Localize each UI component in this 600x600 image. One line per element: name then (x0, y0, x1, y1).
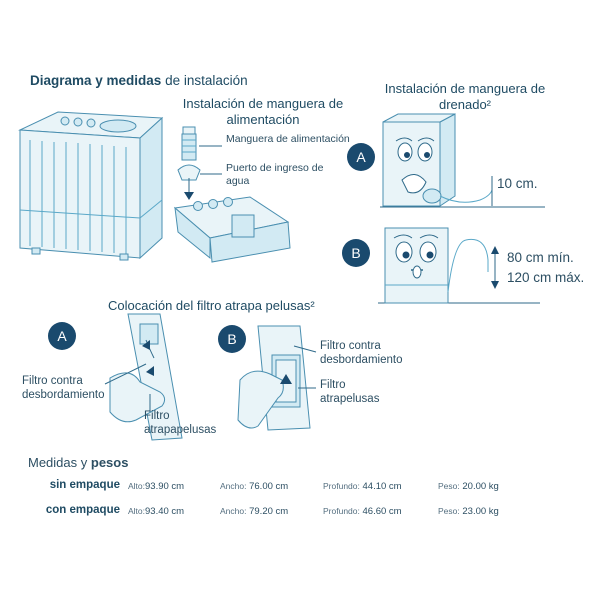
drain-b-min-label: 80 cm mín. (507, 250, 574, 265)
packed-height: Alto:93.40 cm (128, 506, 185, 517)
packed-depth: Profundo: 46.60 cm (323, 506, 402, 517)
feed-hose-title-line2: alimentación (226, 112, 300, 127)
water-inlet-label-line1: Puerto de ingreso de (226, 162, 324, 174)
feed-hose-title: Instalación de manguera de alimentación (163, 96, 363, 128)
lint-badge-b: B (218, 325, 246, 353)
unpacked-width: Ancho: 76.00 cm (220, 481, 289, 492)
lint-filter-title: Colocación del filtro atrapa pelusas² (108, 298, 315, 313)
row-label-packed: con empaque (45, 504, 120, 516)
drain-hose-title-line2: drenado² (438, 97, 492, 112)
row-label-unpacked: sin empaque (49, 479, 120, 491)
water-inlet-label: Puerto de ingreso de agua (226, 162, 323, 188)
lint-a-lint-filter-label: Filtro atrapapelusas (144, 409, 216, 437)
drain-hose-title: Instalación de manguera de drenado² (365, 81, 565, 113)
lint-b-lint-line2: atrapelusas (320, 393, 380, 405)
lint-b-overflow-line2: desbordamiento (320, 354, 403, 366)
packed-weight: Peso: 23.00 kg (438, 506, 499, 517)
feed-hose-label: Manguera de alimentación (226, 133, 350, 145)
drain-hose-title-line1: Instalación de manguera de (384, 81, 546, 96)
page-title: Diagrama y medidas de instalación (30, 73, 248, 88)
lint-a-overflow-filter-label: Filtro contra desbordamiento (22, 374, 104, 402)
drain-b-max-label: 120 cm máx. (507, 270, 585, 285)
drain-badge-b: B (342, 239, 370, 267)
lint-a-lint-line2: atrapapelusas (144, 424, 217, 436)
unpacked-height: Alto:93.90 cm (128, 481, 185, 492)
lint-b-overflow-filter-label: Filtro contra desbordamiento (320, 339, 402, 367)
feed-hose-title-line1: Instalación de manguera de (182, 96, 344, 111)
lint-b-lint-line1: Filtro (320, 379, 346, 391)
measures-heading: Medidas y pesos (28, 455, 129, 470)
water-inlet-label-line2: agua (226, 175, 250, 187)
unpacked-weight: Peso: 20.00 kg (438, 481, 499, 492)
lint-a-overflow-line1: Filtro contra (22, 375, 83, 387)
drain-a-height-label: 10 cm. (497, 176, 538, 191)
unpacked-depth: Profundo: 44.10 cm (323, 481, 402, 492)
lint-badge-a: A (48, 322, 76, 350)
lint-b-lint-filter-label: Filtro atrapelusas (320, 378, 379, 406)
packed-width: Ancho: 79.20 cm (220, 506, 289, 517)
drain-badge-a: A (347, 143, 375, 171)
lint-a-overflow-line2: desbordamiento (22, 389, 105, 401)
lint-a-lint-line1: Filtro (144, 410, 170, 422)
lint-b-overflow-line1: Filtro contra (320, 340, 381, 352)
